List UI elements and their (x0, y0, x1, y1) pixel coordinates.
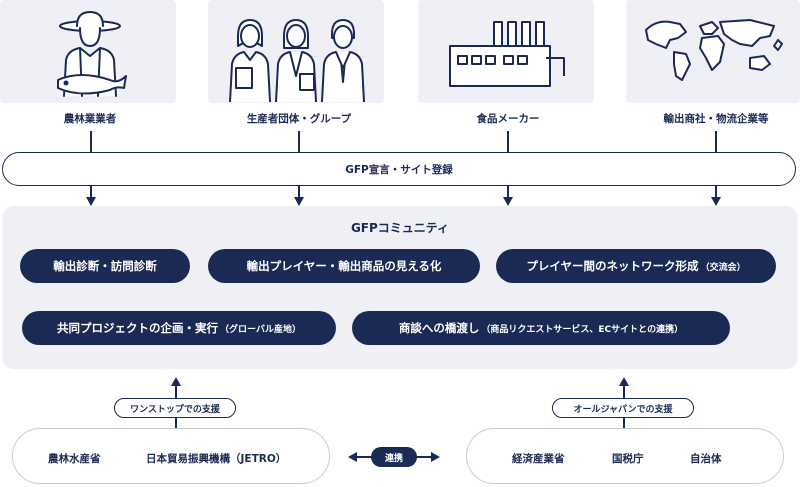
stakeholder-label-farmer: 農林業業者 (63, 113, 117, 125)
arrow-down-icon (711, 197, 721, 206)
arrow-up-icon (619, 377, 629, 386)
world-map-icon (645, 19, 783, 81)
arrow-down-icon (86, 197, 96, 206)
tag-one-stop-support: ワンストップでの支援 (114, 398, 236, 418)
service-sub: （交流会） (700, 262, 746, 273)
support-group-left (12, 428, 330, 484)
connector-line (715, 186, 717, 198)
service-sub: （商品リクエストサービス、ECサイトとの連携） (481, 324, 684, 335)
service-export-diagnosis: 輸出診断・訪問診断 (20, 249, 190, 283)
business-people-icon (229, 19, 365, 103)
connector-line (90, 131, 92, 152)
connector-line (507, 131, 509, 152)
arrow-down-icon (503, 197, 513, 206)
arrow-down-icon (294, 197, 304, 206)
org-meti: 経済産業省 (512, 453, 565, 465)
org-maff: 農林水産省 (48, 453, 101, 465)
service-label: 共同プロジェクトの企画・実行 (57, 321, 219, 335)
service-label: プレイヤー間のネットワーク形成 (526, 259, 699, 273)
stakeholder-label-producer-groups: 生産者団体・グループ (246, 113, 352, 125)
service-networking: プレイヤー間のネットワーク形成 （交流会） (496, 249, 776, 283)
support-group-right (466, 428, 784, 484)
registration-bar-label: GFP宣言・サイト登録 (345, 163, 453, 176)
community-title: GFPコミュニティ (350, 221, 450, 235)
service-joint-project: 共同プロジェクトの企画・実行 （グローバル産地） (22, 311, 336, 345)
factory-icon (449, 21, 565, 87)
connector-line (90, 186, 92, 198)
service-label: 輸出診断・訪問診断 (53, 259, 157, 273)
service-label: 輸出プレイヤー・輸出商品の見える化 (246, 259, 442, 273)
farmer-icon (57, 11, 127, 97)
registration-bar: GFP宣言・サイト登録 (2, 152, 796, 186)
connector-line (298, 131, 300, 152)
tag-all-japan-support: オールジャパンでの支援 (552, 398, 694, 418)
org-nta: 国税庁 (612, 453, 644, 465)
stakeholder-label-trading-logistics: 輸出商社・物流企業等 (663, 113, 769, 125)
link-label: 連携 (384, 453, 403, 464)
arrow-up-icon (171, 377, 181, 386)
service-sub: （グローバル産地） (220, 324, 301, 335)
tag-label: ワンストップでの支援 (130, 404, 220, 415)
service-business-bridge: 商談への橋渡し （商品リクエストサービス、ECサイトとの連携） (352, 311, 730, 345)
service-label: 商談への橋渡し (398, 321, 480, 335)
link-badge: 連携 (371, 447, 417, 467)
org-local-gov: 自治体 (690, 453, 722, 465)
service-visualization: 輸出プレイヤー・輸出商品の見える化 (208, 249, 480, 283)
connector-line (715, 131, 717, 152)
connector-line (298, 186, 300, 198)
stakeholder-label-food-maker: 食品メーカー (476, 113, 540, 125)
connector-line (507, 186, 509, 198)
tag-label: オールジャパンでの支援 (573, 404, 673, 415)
org-jetro: 日本貿易振興機構（JETRO） (146, 453, 287, 465)
